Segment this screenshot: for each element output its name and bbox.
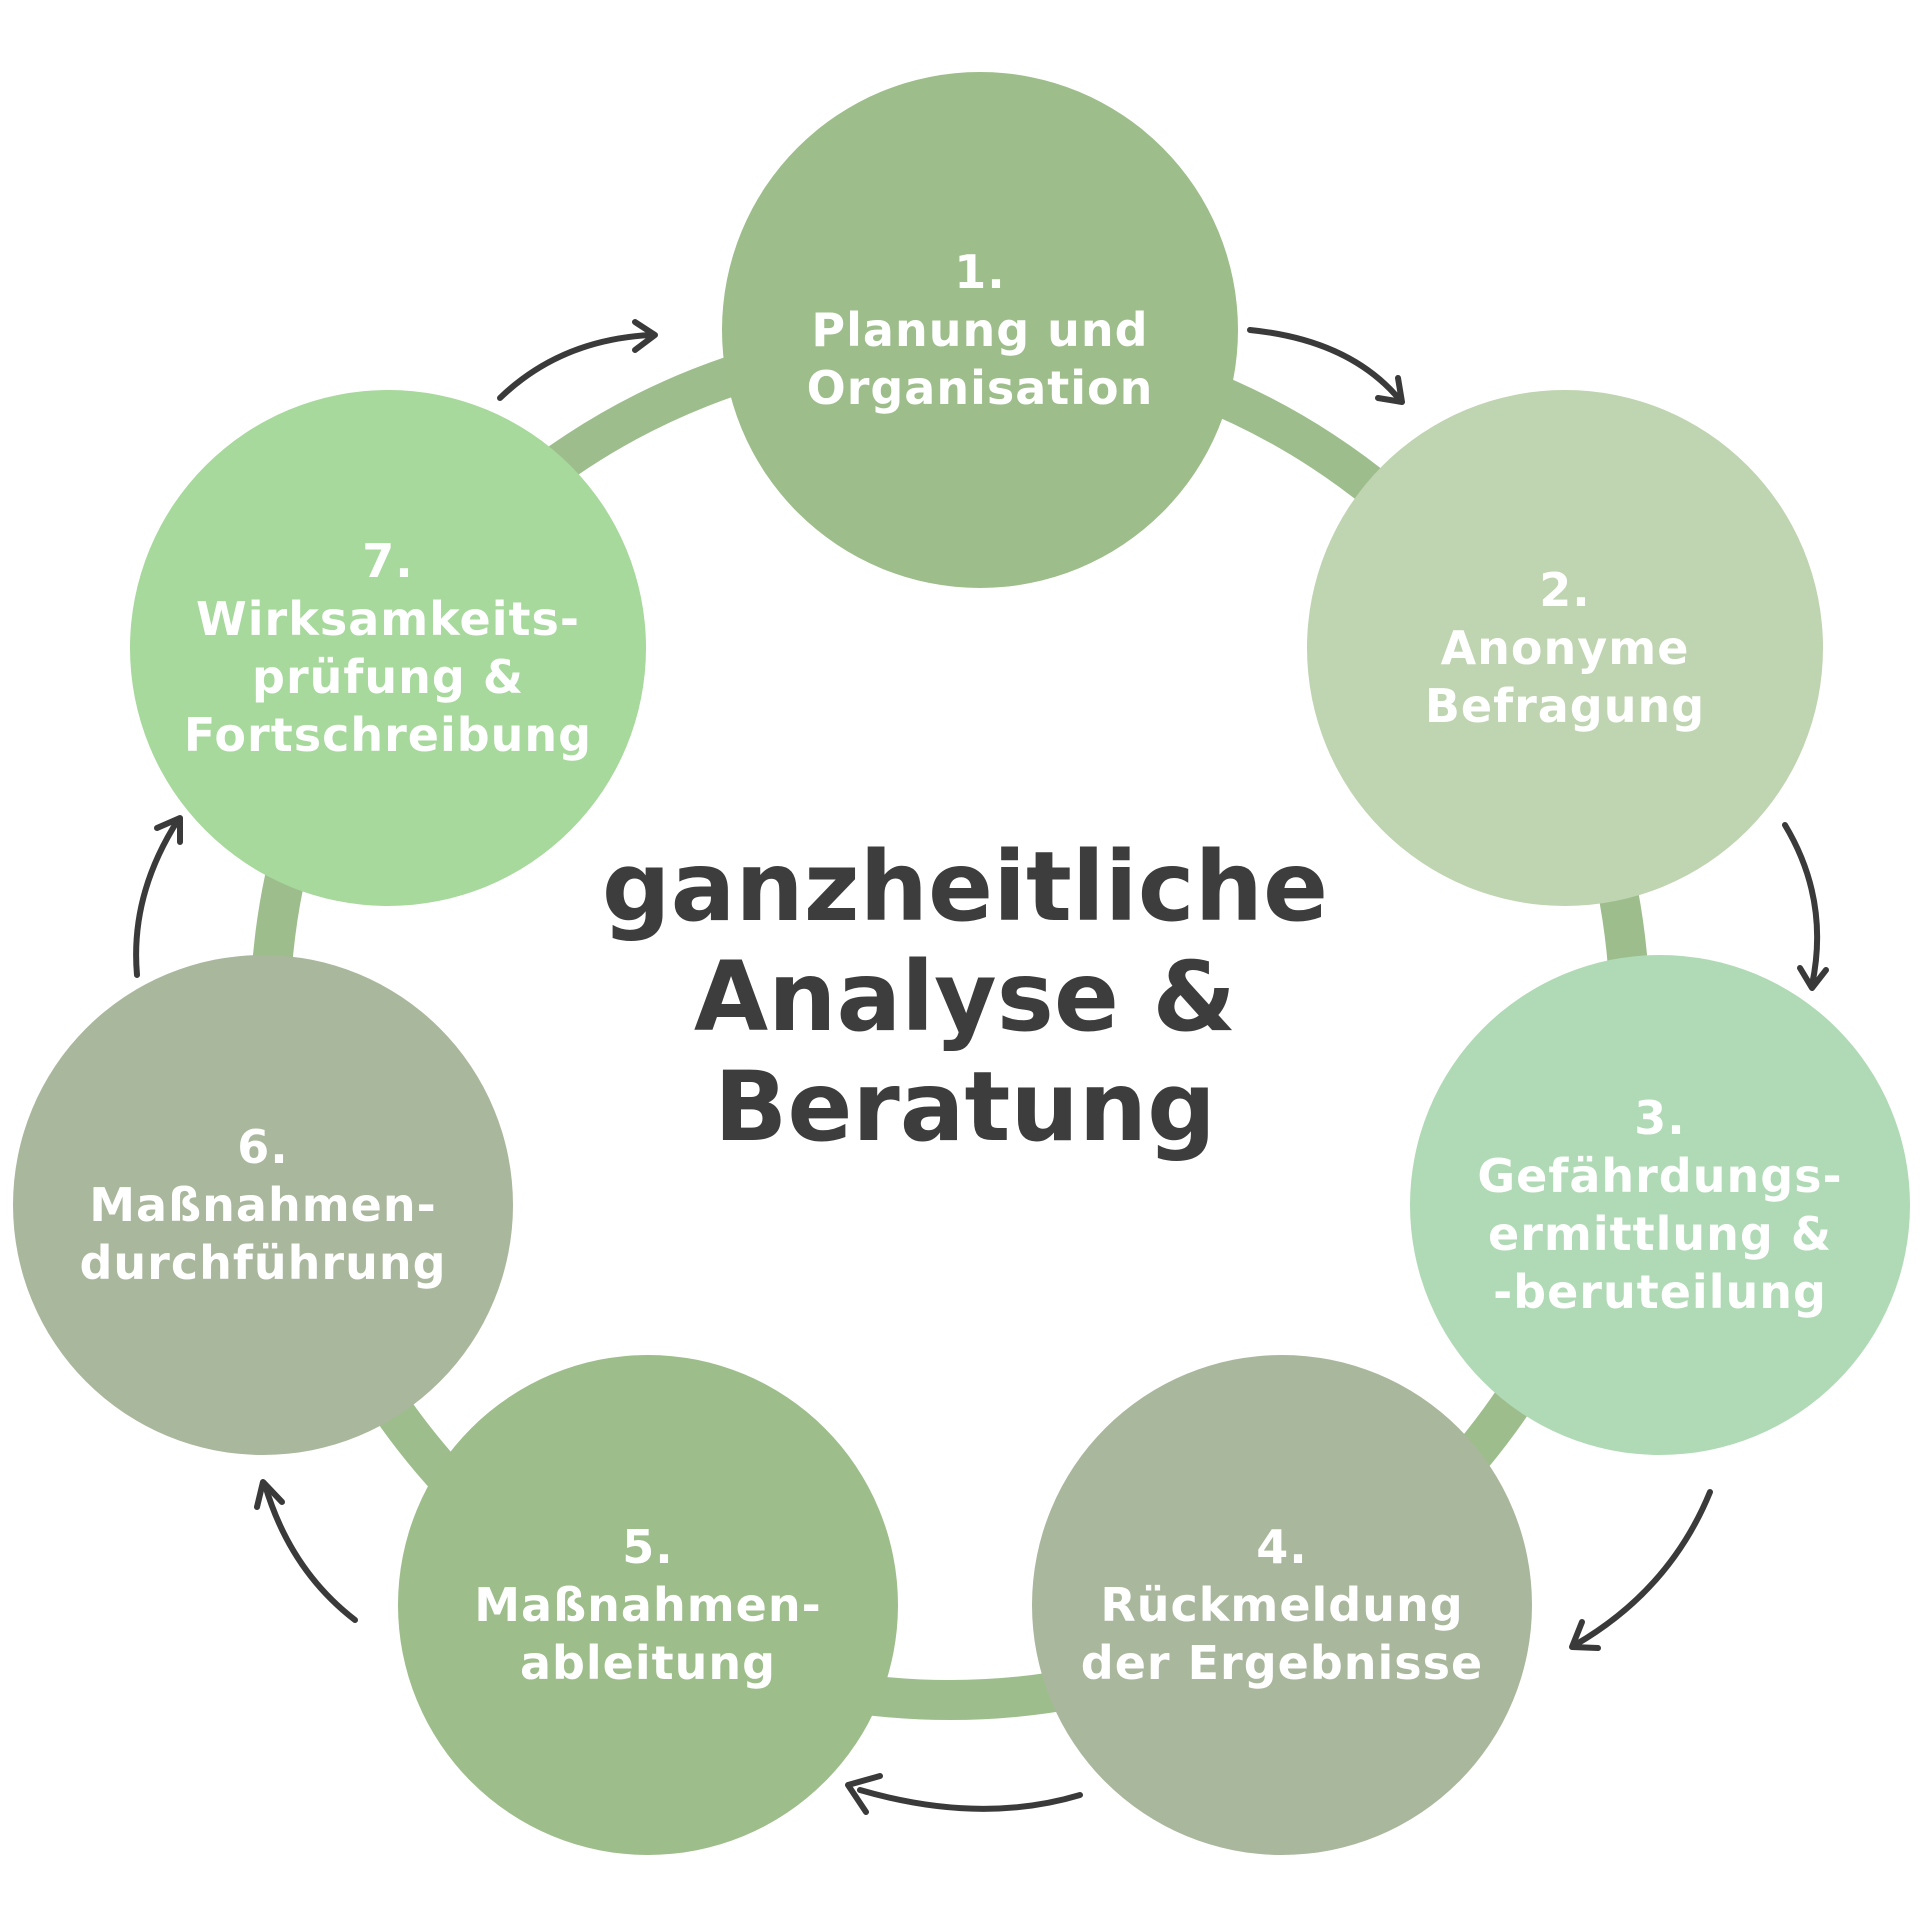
center-title-line-3: Beratung xyxy=(714,1051,1216,1163)
step-3-number: 3. xyxy=(1634,1091,1685,1145)
step-circle-5 xyxy=(398,1355,898,1855)
arrow-7-to-1-icon xyxy=(497,332,653,401)
step-node-5: 5.Maßnahmen-ableitung xyxy=(398,1355,898,1855)
step-7-number: 7. xyxy=(362,534,413,588)
step-node-7: 7.Wirksamkeits-prüfung &Fortschreibung xyxy=(130,390,646,906)
step-3-label-line-2: ermittlung & xyxy=(1488,1207,1832,1261)
arrow-1-to-2-head-icon xyxy=(1375,375,1405,405)
step-6-label-line-2: durchführung xyxy=(80,1236,447,1290)
step-1-number: 1. xyxy=(954,245,1005,299)
step-3-label-line-1: Gefährdungs- xyxy=(1477,1149,1842,1203)
arrow-4-to-5-icon xyxy=(857,1787,1083,1812)
arrow-2-to-3-icon xyxy=(1782,822,1821,988)
step-5-label-line-1: Maßnahmen- xyxy=(474,1578,821,1632)
step-3-label-line-3: -beruteilung xyxy=(1493,1265,1827,1319)
step-7-label-line-3: Fortschreibung xyxy=(184,708,592,762)
step-circle-7 xyxy=(130,390,646,906)
center-title: ganzheitliche Analyse & Beratung xyxy=(602,831,1328,1163)
arrow-7-to-1-head-icon xyxy=(632,319,658,353)
step-node-6: 6.Maßnahmen-durchführung xyxy=(13,955,513,1455)
arrow-6-to-7-head-icon xyxy=(154,815,183,845)
step-6-number: 6. xyxy=(237,1120,288,1174)
step-1-label-line-1: Planung und xyxy=(811,303,1148,357)
arrow-6-to-7-icon xyxy=(133,817,181,978)
arrow-2-to-3-head-icon xyxy=(1797,965,1829,991)
step-5-label-line-2: ableitung xyxy=(520,1636,776,1690)
step-2-label-line-2: Befragung xyxy=(1425,679,1705,733)
step-circle-2 xyxy=(1307,390,1823,906)
step-1-label-line-2: Organisation xyxy=(807,361,1154,415)
step-circle-6 xyxy=(13,955,513,1455)
step-nodes: 1.Planung undOrganisation2.AnonymeBefrag… xyxy=(13,72,1910,1855)
center-title-line-1: ganzheitliche xyxy=(602,831,1328,943)
center-title-line-2: Analyse & xyxy=(694,941,1236,1053)
step-2-number: 2. xyxy=(1539,563,1590,617)
step-circle-3 xyxy=(1410,955,1910,1455)
arrow-4-to-5-head-icon xyxy=(845,1773,883,1815)
step-7-label-line-1: Wirksamkeits- xyxy=(196,592,580,646)
step-6-label-line-1: Maßnahmen- xyxy=(89,1178,436,1232)
arrow-3-to-4-head-icon xyxy=(1569,1619,1601,1651)
step-4-label-line-2: der Ergebnisse xyxy=(1081,1636,1483,1690)
step-node-3: 3.Gefährdungs-ermittlung &-beruteilung xyxy=(1410,955,1910,1455)
step-2-label-line-1: Anonyme xyxy=(1441,621,1690,675)
arrow-3-to-4-icon xyxy=(1572,1489,1713,1648)
step-circle-4 xyxy=(1032,1355,1532,1855)
cycle-arrows xyxy=(133,319,1829,1815)
step-5-number: 5. xyxy=(622,1520,673,1574)
arrow-5-to-6-icon xyxy=(262,1482,358,1623)
step-7-label-line-2: prüfung & xyxy=(252,650,524,704)
step-circle-1 xyxy=(722,72,1238,588)
arrow-1-to-2-icon xyxy=(1247,327,1403,403)
arrow-5-to-6-head-icon xyxy=(254,1479,285,1510)
step-4-number: 4. xyxy=(1256,1520,1307,1574)
step-4-label-line-1: Rückmeldung xyxy=(1100,1578,1463,1632)
